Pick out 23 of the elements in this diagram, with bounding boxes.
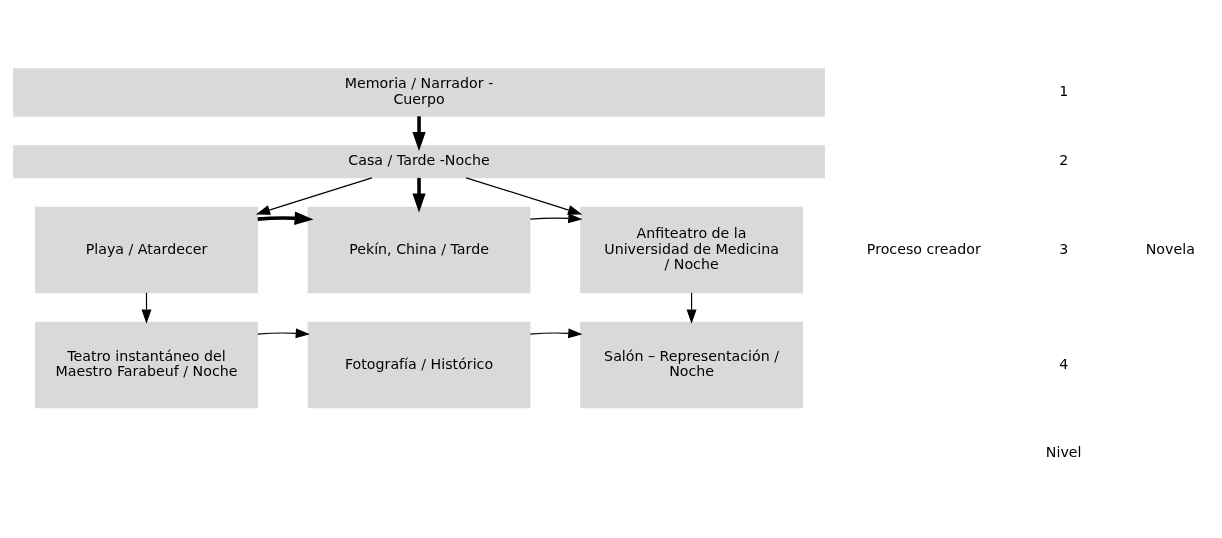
label: 3 [1059,240,1069,257]
arrow [529,328,583,339]
arrow [257,211,314,225]
label: Novela [1145,240,1195,257]
node-box: Anfiteatro de la Universidad de Medicina / Noche [580,206,803,294]
node-box: Fotografía / Histórico [307,321,531,409]
arrow [255,177,373,215]
label: Proceso creador [866,240,981,257]
label: 1 [1059,83,1069,100]
node-box: Salón – Representación / Noche [580,321,803,409]
arrow [465,177,583,215]
arrow [412,177,426,213]
node-box: Playa / Atardecer [35,206,258,294]
label: 2 [1059,152,1069,169]
label: Nivel [1045,443,1082,460]
arrow [529,213,583,224]
node-box: Pekín, China / Tarde [307,206,531,294]
node-box: Casa / Tarde -Noche [13,145,825,179]
arrow [257,328,310,339]
node-box: Teatro instantáneo del Maestro Farabeuf / Noche [35,321,258,409]
node-box: Memoria / Narrador - Cuerpo [13,68,825,117]
arrow [412,116,426,152]
label: 4 [1059,355,1069,372]
